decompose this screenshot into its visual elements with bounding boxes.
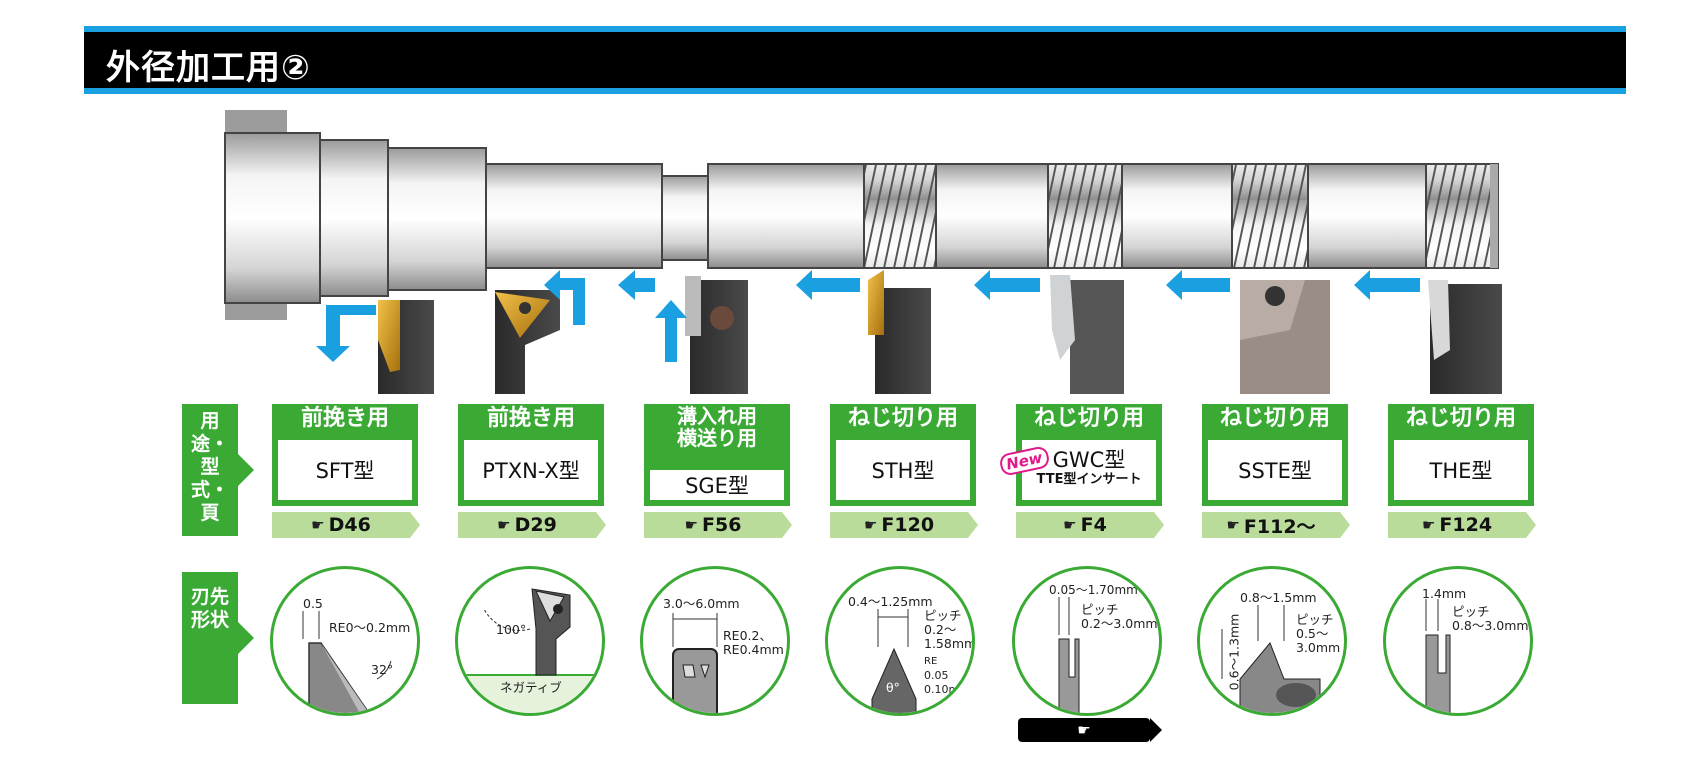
page-ref-text: F120 bbox=[881, 514, 935, 536]
page-ref-text: D29 bbox=[514, 514, 557, 536]
page-ref-text: D46 bbox=[328, 514, 371, 536]
edge-label: 0.05〜1.70mm bbox=[1049, 583, 1138, 597]
title-bar: 外径加工用② bbox=[84, 26, 1626, 94]
edge-label: RE0〜0.2mm bbox=[329, 620, 411, 635]
tool-card-sste: ねじ切り用 SSTE型 bbox=[1202, 404, 1348, 506]
edge-label: ピッチ bbox=[1296, 612, 1334, 627]
tool-use: 前挽き用 bbox=[486, 406, 575, 431]
tool-the bbox=[1428, 280, 1502, 394]
edge-label: 1.58mm bbox=[924, 636, 975, 651]
edge-shape-sth: 0.4〜1.25mm ピッチ 0.2〜 1.58mm RE 0.05 0.10m… bbox=[825, 566, 975, 716]
tool-use: 溝入れ用 横送り用 bbox=[644, 405, 790, 449]
edge-shape-sft: 0.5 RE0〜0.2mm 32° bbox=[270, 566, 420, 716]
side-label-usage: 用途・型式・頁 bbox=[182, 404, 254, 536]
edge-label: 0.2〜3.0mm bbox=[1081, 616, 1158, 631]
tool-card-sge: 溝入れ用 横送り用 SGE型 bbox=[644, 404, 790, 506]
edge-label: 0.8〜3.0mm bbox=[1452, 618, 1529, 633]
edge-shape-sge: 3.0〜6.0mm RE0.2、 RE0.4mm bbox=[640, 566, 790, 716]
page-ref-text: F124 bbox=[1439, 514, 1493, 536]
tool-model: GWC型 bbox=[1052, 448, 1126, 472]
tool-model: STH型 bbox=[836, 440, 970, 500]
edge-label: 3.0mm bbox=[1296, 640, 1341, 655]
pointing-hand-icon: ☛ bbox=[1421, 516, 1436, 534]
page-ref-text: F4 bbox=[1080, 514, 1107, 536]
tool-card-sth: ねじ切り用 STH型 bbox=[830, 404, 976, 506]
tool-use: ねじ切り用 bbox=[1405, 406, 1516, 431]
tool-model: THE型 bbox=[1394, 440, 1528, 500]
gwc-extra-ref[interactable]: ☛ bbox=[1018, 718, 1162, 742]
edge-label: 1.4mm bbox=[1422, 586, 1467, 601]
tool-card-ptxn: 前挽き用 PTXN-X型 bbox=[458, 404, 604, 506]
page-ref-sge[interactable]: ☛F56 bbox=[644, 512, 792, 538]
edge-label: 100° bbox=[496, 622, 527, 637]
tool-use-line1: 溝入れ用 bbox=[677, 404, 757, 428]
tool-model: PTXN-X型 bbox=[464, 440, 598, 500]
pointing-hand-icon: ☛ bbox=[1077, 721, 1091, 739]
edge-label: 0.8〜1.5mm bbox=[1240, 590, 1317, 605]
edge-label: RE bbox=[924, 656, 938, 667]
tool-use: ねじ切り用 bbox=[1219, 406, 1330, 431]
pointing-hand-icon: ☛ bbox=[684, 516, 699, 534]
edge-label: 0.6〜1.3mm bbox=[1226, 613, 1242, 691]
page-ref-sth[interactable]: ☛F120 bbox=[830, 512, 978, 538]
edge-label: 0.4〜1.25mm bbox=[848, 594, 933, 609]
edge-label: 32° bbox=[371, 662, 394, 677]
feed-arrows bbox=[316, 270, 1420, 362]
edge-label: ピッチ bbox=[1081, 602, 1119, 617]
tool-card-gwc: ねじ切り用 GWC型 TTE型インサート New bbox=[998, 404, 1162, 506]
page-ref-gwc[interactable]: ☛F4 bbox=[1016, 512, 1164, 538]
edge-label: 0.5 bbox=[303, 596, 323, 611]
tool-use-line2: 横送り用 bbox=[677, 426, 757, 450]
page-ref-sft[interactable]: ☛D46 bbox=[272, 512, 420, 538]
page-ref-ptxn[interactable]: ☛D29 bbox=[458, 512, 606, 538]
page-ref-the[interactable]: ☛F124 bbox=[1388, 512, 1536, 538]
edge-label: RE0.4mm bbox=[723, 642, 784, 657]
page-ref-text: F56 bbox=[702, 514, 742, 536]
tool-model: SSTE型 bbox=[1208, 440, 1342, 500]
page-ref-text: F112〜 bbox=[1243, 515, 1316, 538]
edge-label: 0.2〜 bbox=[924, 622, 957, 637]
tool-gwc bbox=[1050, 275, 1124, 394]
tool-use: 前挽き用 bbox=[300, 406, 389, 431]
edge-label: 0.5〜 bbox=[1296, 626, 1329, 641]
tool-model: SGE型 bbox=[650, 470, 784, 500]
pointing-hand-icon: ☛ bbox=[311, 516, 325, 534]
tool-ptxn bbox=[495, 290, 560, 394]
edge-label: 3.0〜6.0mm bbox=[663, 596, 740, 611]
edge-shape-ptxn: 100° ネガティブ bbox=[455, 566, 605, 716]
tool-sft bbox=[378, 300, 434, 394]
pointing-hand-icon: ☛ bbox=[863, 516, 878, 534]
pointing-hand-icon: ☛ bbox=[1226, 516, 1240, 534]
pointing-hand-icon: ☛ bbox=[497, 516, 511, 534]
side-label-edge: 刃先形状 bbox=[182, 572, 254, 704]
tool-sge bbox=[685, 276, 748, 394]
edge-label: 0.05 bbox=[924, 669, 949, 682]
edge-shape-gwc: 0.05〜1.70mm ピッチ 0.2〜3.0mm bbox=[1012, 566, 1162, 716]
page-title: 外径加工用② bbox=[106, 48, 311, 88]
tool-use: ねじ切り用 bbox=[1033, 406, 1144, 431]
edge-label: ピッチ bbox=[924, 608, 962, 623]
page-ref-sste[interactable]: ☛F112〜 bbox=[1202, 512, 1350, 538]
tool-card-sft: 前挽き用 SFT型 bbox=[272, 404, 418, 506]
pointing-hand-icon: ☛ bbox=[1063, 516, 1077, 534]
tool-sub: TTE型インサート bbox=[1036, 472, 1142, 487]
edge-label: ネガティブ bbox=[500, 680, 562, 695]
edge-shape-sste: 0.8〜1.5mm 0.6〜1.3mm ピッチ 0.5〜 3.0mm bbox=[1197, 566, 1347, 716]
tool-sth bbox=[868, 270, 931, 394]
tool-card-the: ねじ切り用 THE型 bbox=[1388, 404, 1534, 506]
edge-label: ピッチ bbox=[1452, 604, 1490, 619]
tool-use: ねじ切り用 bbox=[847, 406, 958, 431]
edge-label: θ° bbox=[886, 680, 900, 695]
tool-sste bbox=[1240, 280, 1330, 394]
edge-shape-the: 1.4mm ピッチ 0.8〜3.0mm bbox=[1383, 566, 1533, 716]
edge-label: RE0.2、 bbox=[723, 628, 772, 643]
tool-model: SFT型 bbox=[278, 440, 412, 500]
workpiece-illustration bbox=[224, 110, 1502, 394]
edge-label: 0.10mm bbox=[924, 683, 970, 696]
